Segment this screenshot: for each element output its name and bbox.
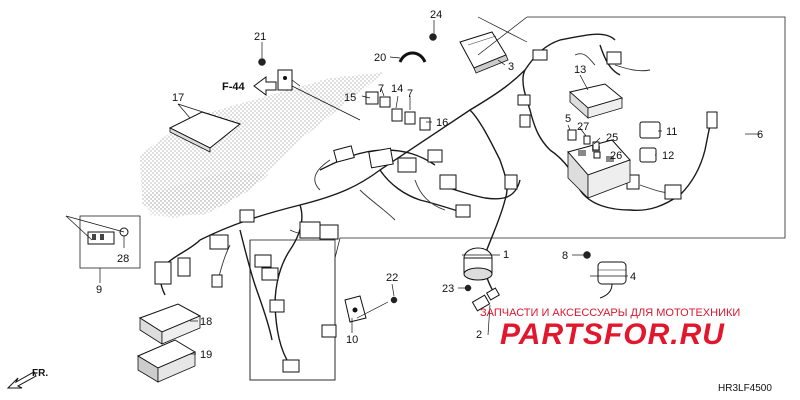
watermark-brand: PARTSFOR.RU	[500, 318, 725, 351]
callout-5: 5	[565, 113, 571, 125]
callout-20: 20	[374, 52, 386, 64]
callout-12: 12	[662, 150, 674, 162]
callout-8: 8	[562, 250, 568, 262]
part-2-plug-cap	[471, 287, 501, 312]
part-4-unit	[597, 261, 627, 299]
f44-reference: F-44	[222, 76, 277, 96]
callout-22: 22	[386, 272, 398, 284]
callout-9: 9	[96, 284, 102, 296]
callout-3: 3	[508, 61, 514, 73]
callout-7b: 7	[407, 88, 413, 100]
callout-13: 13	[574, 64, 586, 76]
callout-7a: 7	[378, 83, 384, 95]
callout-23: 23	[442, 283, 454, 295]
relays-11-12	[639, 121, 661, 163]
callout-19: 19	[200, 349, 212, 361]
part-13-fuse-lid	[568, 83, 624, 119]
small-relays	[365, 91, 431, 131]
callout-6: 6	[757, 129, 763, 141]
bolts	[258, 33, 591, 304]
part-18-block	[138, 303, 202, 345]
callout-10: 10	[346, 334, 358, 346]
callout-24: 24	[430, 9, 442, 21]
callout-11: 11	[666, 126, 677, 138]
svg-text:F-44: F-44	[222, 81, 246, 93]
f44-bracket	[277, 69, 293, 91]
leader-lines	[65, 16, 760, 355]
small-fuses	[567, 129, 601, 159]
callout-25: 25	[606, 132, 618, 144]
callout-21: 21	[254, 31, 266, 43]
callout-4: 4	[630, 271, 636, 283]
callout-14: 14	[391, 83, 403, 95]
part-19-cover	[136, 339, 197, 383]
callout-18: 18	[200, 316, 212, 328]
group-frames	[79, 16, 786, 381]
part-1-coil	[463, 247, 493, 281]
callout-16: 16	[436, 117, 448, 129]
part-9-connector	[87, 227, 129, 245]
callout-27: 27	[577, 121, 589, 133]
part-17-cover	[168, 111, 242, 153]
watermark: ЗАПЧАСТИ И АКСЕССУАРЫ ДЛЯ МОТОТЕХНИКИ PA…	[480, 307, 740, 351]
callout-17: 17	[172, 92, 184, 104]
harness-connectors	[154, 49, 718, 373]
callout-28: 28	[117, 253, 129, 265]
callout-numbers: 1 2 3 4 5 6 7 7 8 9 10 11 12 13 14 15 16…	[96, 9, 763, 361]
drawing-code: HR3LF4500	[718, 383, 772, 394]
svg-text:FR.: FR.	[32, 368, 48, 379]
callout-15: 15	[344, 92, 356, 104]
front-direction-indicator: FR.	[6, 368, 48, 389]
part-3-module	[459, 31, 509, 74]
callout-2: 2	[476, 329, 482, 341]
callout-1: 1	[503, 249, 509, 261]
part-20-clamp	[398, 51, 427, 63]
part-10-bracket	[344, 295, 367, 323]
watermark-tagline: ЗАПЧАСТИ И АКСЕССУАРЫ ДЛЯ МОТОТЕХНИКИ	[480, 307, 740, 319]
callout-26: 26	[610, 150, 622, 162]
frame-shading-lower	[145, 170, 270, 218]
